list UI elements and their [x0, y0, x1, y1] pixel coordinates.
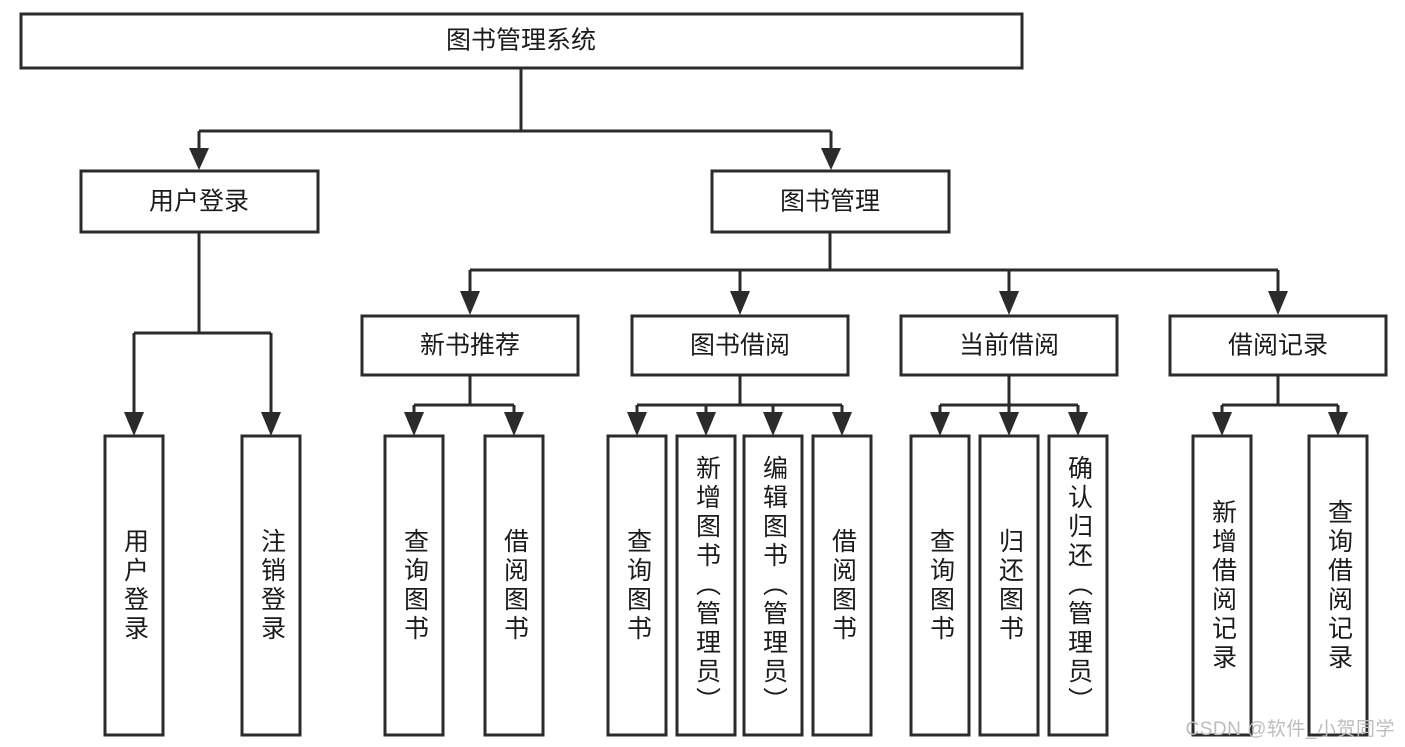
- arrow-head-icon: [1212, 412, 1232, 436]
- leaf-add-book-label: 新增图书（管理员）: [692, 455, 721, 716]
- arrow-head-icon: [124, 412, 144, 436]
- arrow-head-icon: [1328, 412, 1348, 436]
- arrow-head-icon: [404, 412, 424, 436]
- leaf-user-login-box: [103, 434, 165, 737]
- arrow-head-icon: [1068, 412, 1088, 436]
- leaf-add-record-label: 新增借阅记录: [1208, 498, 1237, 673]
- leaf-edit-book-label: 编辑图书（管理员）: [759, 455, 788, 716]
- leaf-return-book-box: [978, 434, 1040, 737]
- leaf-add-record-box: [1191, 434, 1253, 737]
- arrow-head-icon: [504, 412, 524, 436]
- arrow-head-icon: [999, 412, 1019, 436]
- arrow-head-icon: [460, 291, 480, 315]
- leaf-user-login-label: 用户登录: [120, 527, 149, 644]
- connector-borrow-record-to-leaves: [1212, 375, 1348, 436]
- node-borrow-record: 借阅记录: [1168, 314, 1388, 377]
- arrow-head-icon: [696, 412, 716, 436]
- connector-book-manage-to-level3: [460, 232, 1288, 315]
- leaf-query-book-2-box: [606, 434, 668, 737]
- leaf-add-book-box: [675, 434, 737, 737]
- leaf-borrow-book-2-box: [811, 434, 873, 737]
- connector-root-to-level2: [189, 68, 841, 170]
- node-book-borrow-box: [630, 314, 850, 377]
- leaf-query-record-box: [1307, 434, 1369, 737]
- leaf-query-book-3-label: 查询图书: [926, 527, 955, 644]
- node-new-book-rec-label: 新书推荐: [420, 332, 520, 360]
- leaf-query-book-2-label: 查询图书: [623, 527, 652, 644]
- arrow-head-icon: [821, 148, 841, 170]
- connector-current-borrow-to-leaves: [930, 375, 1088, 436]
- node-user-login-label: 用户登录: [149, 188, 249, 216]
- arrow-head-icon: [930, 412, 950, 436]
- node-current-borrow-box: [899, 314, 1119, 377]
- leaf-query-book-3-box: [909, 434, 971, 737]
- node-new-book-rec: 新书推荐: [360, 314, 580, 377]
- connector-user-login-to-leaves: [124, 232, 281, 436]
- node-borrow-record-label: 借阅记录: [1228, 332, 1328, 360]
- leaf-query-book-1-label: 查询图书: [400, 527, 429, 644]
- leaf-return-book-label: 归还图书: [995, 527, 1024, 644]
- leaf-confirm-return-box: [1047, 434, 1109, 737]
- arrow-head-icon: [627, 412, 647, 436]
- node-current-borrow-label: 当前借阅: [959, 332, 1059, 360]
- node-current-borrow: 当前借阅: [899, 314, 1119, 377]
- node-root-label: 图书管理系统: [446, 27, 596, 55]
- node-new-book-rec-box: [360, 314, 580, 377]
- arrow-head-icon: [763, 412, 783, 436]
- node-book-borrow: 图书借阅: [630, 314, 850, 377]
- arrow-head-icon: [999, 291, 1019, 315]
- node-book-manage: 图书管理: [710, 169, 951, 234]
- leaf-borrow-book-1-box: [483, 434, 545, 737]
- leaf-borrow-book-2-label: 借阅图书: [828, 527, 857, 644]
- node-root-box: [19, 12, 1024, 70]
- leaf-logout-login-label: 注销登录: [257, 527, 286, 644]
- arrow-head-icon: [189, 148, 209, 170]
- arrow-head-icon: [261, 412, 281, 436]
- connector-new-book-rec-to-leaves: [404, 375, 524, 436]
- node-book-manage-label: 图书管理: [780, 188, 880, 216]
- leaf-query-book-1-box: [383, 434, 445, 737]
- connector-book-borrow-to-leaves: [627, 375, 852, 436]
- leaf-logout-login-box: [240, 434, 302, 737]
- leaf-query-record-label: 查询借阅记录: [1324, 498, 1353, 673]
- leaf-confirm-return-label: 确认归还（管理员）: [1064, 455, 1093, 716]
- arrow-head-icon: [832, 412, 852, 436]
- node-user-login: 用户登录: [79, 169, 320, 234]
- node-root: 图书管理系统: [19, 12, 1024, 70]
- node-book-borrow-label: 图书借阅: [690, 332, 790, 360]
- arrow-head-icon: [1268, 291, 1288, 315]
- leaf-borrow-book-1-label: 借阅图书: [500, 527, 529, 644]
- arrow-head-icon: [730, 291, 750, 315]
- leaf-edit-book-box: [742, 434, 804, 737]
